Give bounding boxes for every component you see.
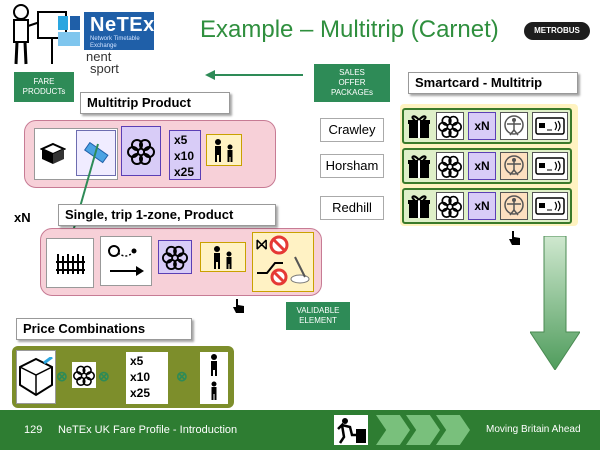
partial-text-1: nent	[86, 49, 112, 64]
route-icon-box	[100, 236, 152, 286]
adult-child-icon	[215, 139, 233, 162]
multiples-box: x5 x10 x25	[169, 130, 201, 180]
footer-chevron-icon	[376, 415, 410, 445]
footer-chevron-icon	[436, 415, 470, 445]
price-multiple-x5: x5	[130, 354, 144, 368]
single-trip-label: Single, trip 1-zone, Product	[58, 204, 276, 226]
hand-pointer-icon	[232, 298, 246, 314]
multitrip-product-label: Multitrip Product	[80, 92, 230, 114]
zones-icon	[162, 245, 188, 270]
user-profile-box-2	[200, 242, 246, 272]
partial-text-2: sport	[90, 61, 119, 76]
human-figure-icon	[500, 112, 528, 140]
zone-icon-box-2	[158, 240, 192, 274]
multiple-x10: x10	[174, 149, 195, 163]
validable-element-label: VALIDABLE ELEMENT	[286, 302, 350, 330]
zones-icon	[73, 365, 95, 386]
gate-icon-box	[46, 238, 94, 288]
zones-icon	[436, 192, 464, 220]
price-cube-box	[16, 350, 56, 404]
logo-text: NeTEx	[90, 14, 155, 36]
human-figure-icon	[500, 192, 528, 220]
left-arrow-icon	[205, 68, 305, 82]
adult-child-icon	[214, 246, 232, 269]
xn-tile: xN	[468, 152, 496, 180]
hand-pointer-icon	[508, 230, 522, 246]
gate-icon	[56, 254, 85, 274]
xn-tile-text: xN	[474, 199, 490, 213]
xn-tile: xN	[468, 192, 496, 220]
gift-icon	[406, 112, 432, 140]
open-box-icon	[38, 138, 68, 168]
contactless-card-icon	[532, 152, 568, 180]
contactless-card-icon	[532, 192, 568, 220]
sales-offer-packages-label: SALES OFFER PACKAGEs	[314, 64, 390, 102]
netex-logo: NeTEx Network Timetable Exchange	[84, 12, 154, 50]
svg-text:⨝: ⨝	[256, 236, 267, 252]
adult-child-icon	[211, 354, 217, 400]
multiple-x5: x5	[174, 133, 188, 147]
combine-icon: ⊗	[56, 368, 68, 384]
footer-page-number: 129	[24, 424, 43, 436]
price-cube-icon	[19, 357, 53, 397]
fare-products-label: FARE PRODUCTs	[14, 72, 74, 102]
xn-tile-text: xN	[474, 119, 490, 133]
footer-title: NeTEx UK Fare Profile - Introduction	[58, 424, 238, 436]
price-multiple-x25: x25	[130, 386, 151, 400]
route-arrow-icon	[108, 245, 144, 276]
footer-chevron-icon	[406, 415, 440, 445]
price-zone-box	[72, 362, 96, 388]
xn-tile-text: xN	[474, 159, 490, 173]
smartcard-label: Smartcard - Multitrip	[408, 72, 578, 94]
price-profile-box	[200, 352, 228, 404]
combine-icon: ⊗	[98, 368, 110, 384]
validable-element-text: VALIDABLE ELEMENT	[296, 306, 340, 325]
user-profile-box	[206, 134, 242, 166]
zones-icon	[436, 112, 464, 140]
usage-rules-box: ⨝	[252, 232, 314, 292]
xn-tile: xN	[468, 112, 496, 140]
human-figure-icon	[500, 152, 528, 180]
multiple-x25: x25	[174, 165, 195, 179]
gift-icon	[406, 192, 432, 220]
zone-icon-box	[121, 126, 161, 176]
town-redhill: Redhill	[320, 196, 384, 220]
zones-icon	[436, 152, 464, 180]
town-horsham: Horsham	[320, 154, 384, 178]
combine-icon: ⊗	[176, 368, 188, 384]
price-multiple-x10: x10	[130, 370, 151, 384]
down-arrow-icon	[529, 235, 581, 371]
xn-label: xN	[14, 210, 31, 225]
footer-tagline: Moving Britain Ahead	[486, 424, 581, 435]
metrobus-logo: METROBUS	[524, 22, 590, 40]
gift-icon	[406, 152, 432, 180]
netex-logo-icon	[58, 16, 80, 46]
no-transfer-icon: ⨝	[256, 235, 310, 286]
page-title: Example – Multitrip (Carnet)	[200, 16, 499, 43]
footer-person-icon	[334, 415, 368, 445]
price-combinations-label: Price Combinations	[16, 318, 192, 340]
footer-bar: 129 NeTEx UK Fare Profile - Introduction…	[0, 410, 600, 450]
fare-products-text: FARE PRODUCTs	[22, 77, 66, 96]
zones-icon	[127, 139, 155, 165]
contactless-card-icon	[532, 112, 568, 140]
price-multiples-box: x5 x10 x25	[126, 352, 168, 404]
town-crawley: Crawley	[320, 118, 384, 142]
logo-subtext: Network Timetable Exchange	[90, 36, 140, 49]
sales-offer-packages-text: SALES OFFER PACKAGEs	[330, 68, 374, 97]
